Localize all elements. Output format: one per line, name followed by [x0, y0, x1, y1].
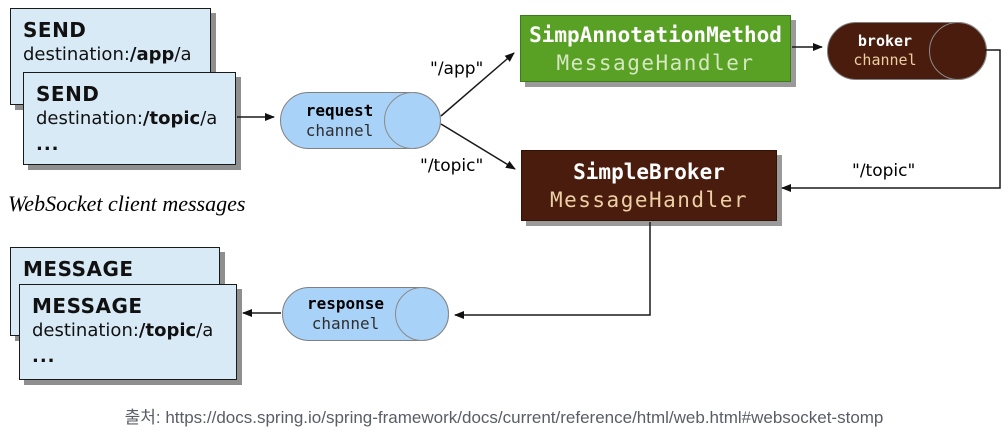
response-channel-name: response	[306, 294, 385, 313]
request-channel-name: request	[305, 100, 374, 120]
route-label-topic-left: "/topic"	[420, 156, 484, 176]
message-back-title: MESSAGE	[23, 257, 134, 281]
response-channel-type: channel	[311, 314, 380, 333]
annotation-handler-line2: MessageHandler	[556, 50, 755, 75]
source-citation: 출처: https://docs.spring.io/spring-framew…	[124, 408, 884, 427]
request-channel-pill: request channel	[280, 92, 441, 149]
route-label-topic-right: "/topic"	[852, 161, 916, 181]
simple-broker-line1: SimpleBroker	[573, 160, 725, 185]
send-topic-destination: destination:/topic/a	[36, 108, 218, 129]
message-front-ellipsis: ...	[32, 346, 56, 368]
connector-simplebroker-to-response	[454, 222, 651, 319]
route-label-app: "/app"	[430, 59, 484, 79]
broker-channel-name: broker	[857, 32, 913, 51]
annotation-method-handler-box: SimpAnnotationMethod MessageHandler	[520, 15, 791, 82]
cylinder-cap	[395, 287, 449, 341]
send-topic-title: SEND	[36, 82, 100, 106]
message-front-destination: destination:/topic/a	[32, 320, 214, 341]
cylinder-cap	[929, 22, 987, 80]
message-card-front: MESSAGE destination:/topic/a ...	[19, 284, 237, 380]
request-channel-type: channel	[305, 120, 374, 140]
client-messages-caption: WebSocket client messages	[8, 191, 246, 216]
simple-broker-handler-box: SimpleBroker MessageHandler	[521, 150, 777, 221]
broker-channel-pill: broker channel	[827, 22, 987, 80]
send-topic-ellipsis: ...	[36, 134, 60, 156]
simple-broker-line2: MessageHandler	[549, 187, 748, 212]
send-app-title: SEND	[23, 18, 87, 42]
response-channel-pill: response channel	[282, 287, 449, 341]
cylinder-cap	[384, 92, 441, 149]
annotation-handler-line1: SimpAnnotationMethod	[529, 23, 782, 48]
message-front-title: MESSAGE	[32, 294, 143, 318]
send-app-destination: destination:/app/a	[23, 44, 192, 65]
broker-channel-type: channel	[853, 51, 917, 69]
send-topic-card: SEND destination:/topic/a ...	[23, 72, 236, 165]
